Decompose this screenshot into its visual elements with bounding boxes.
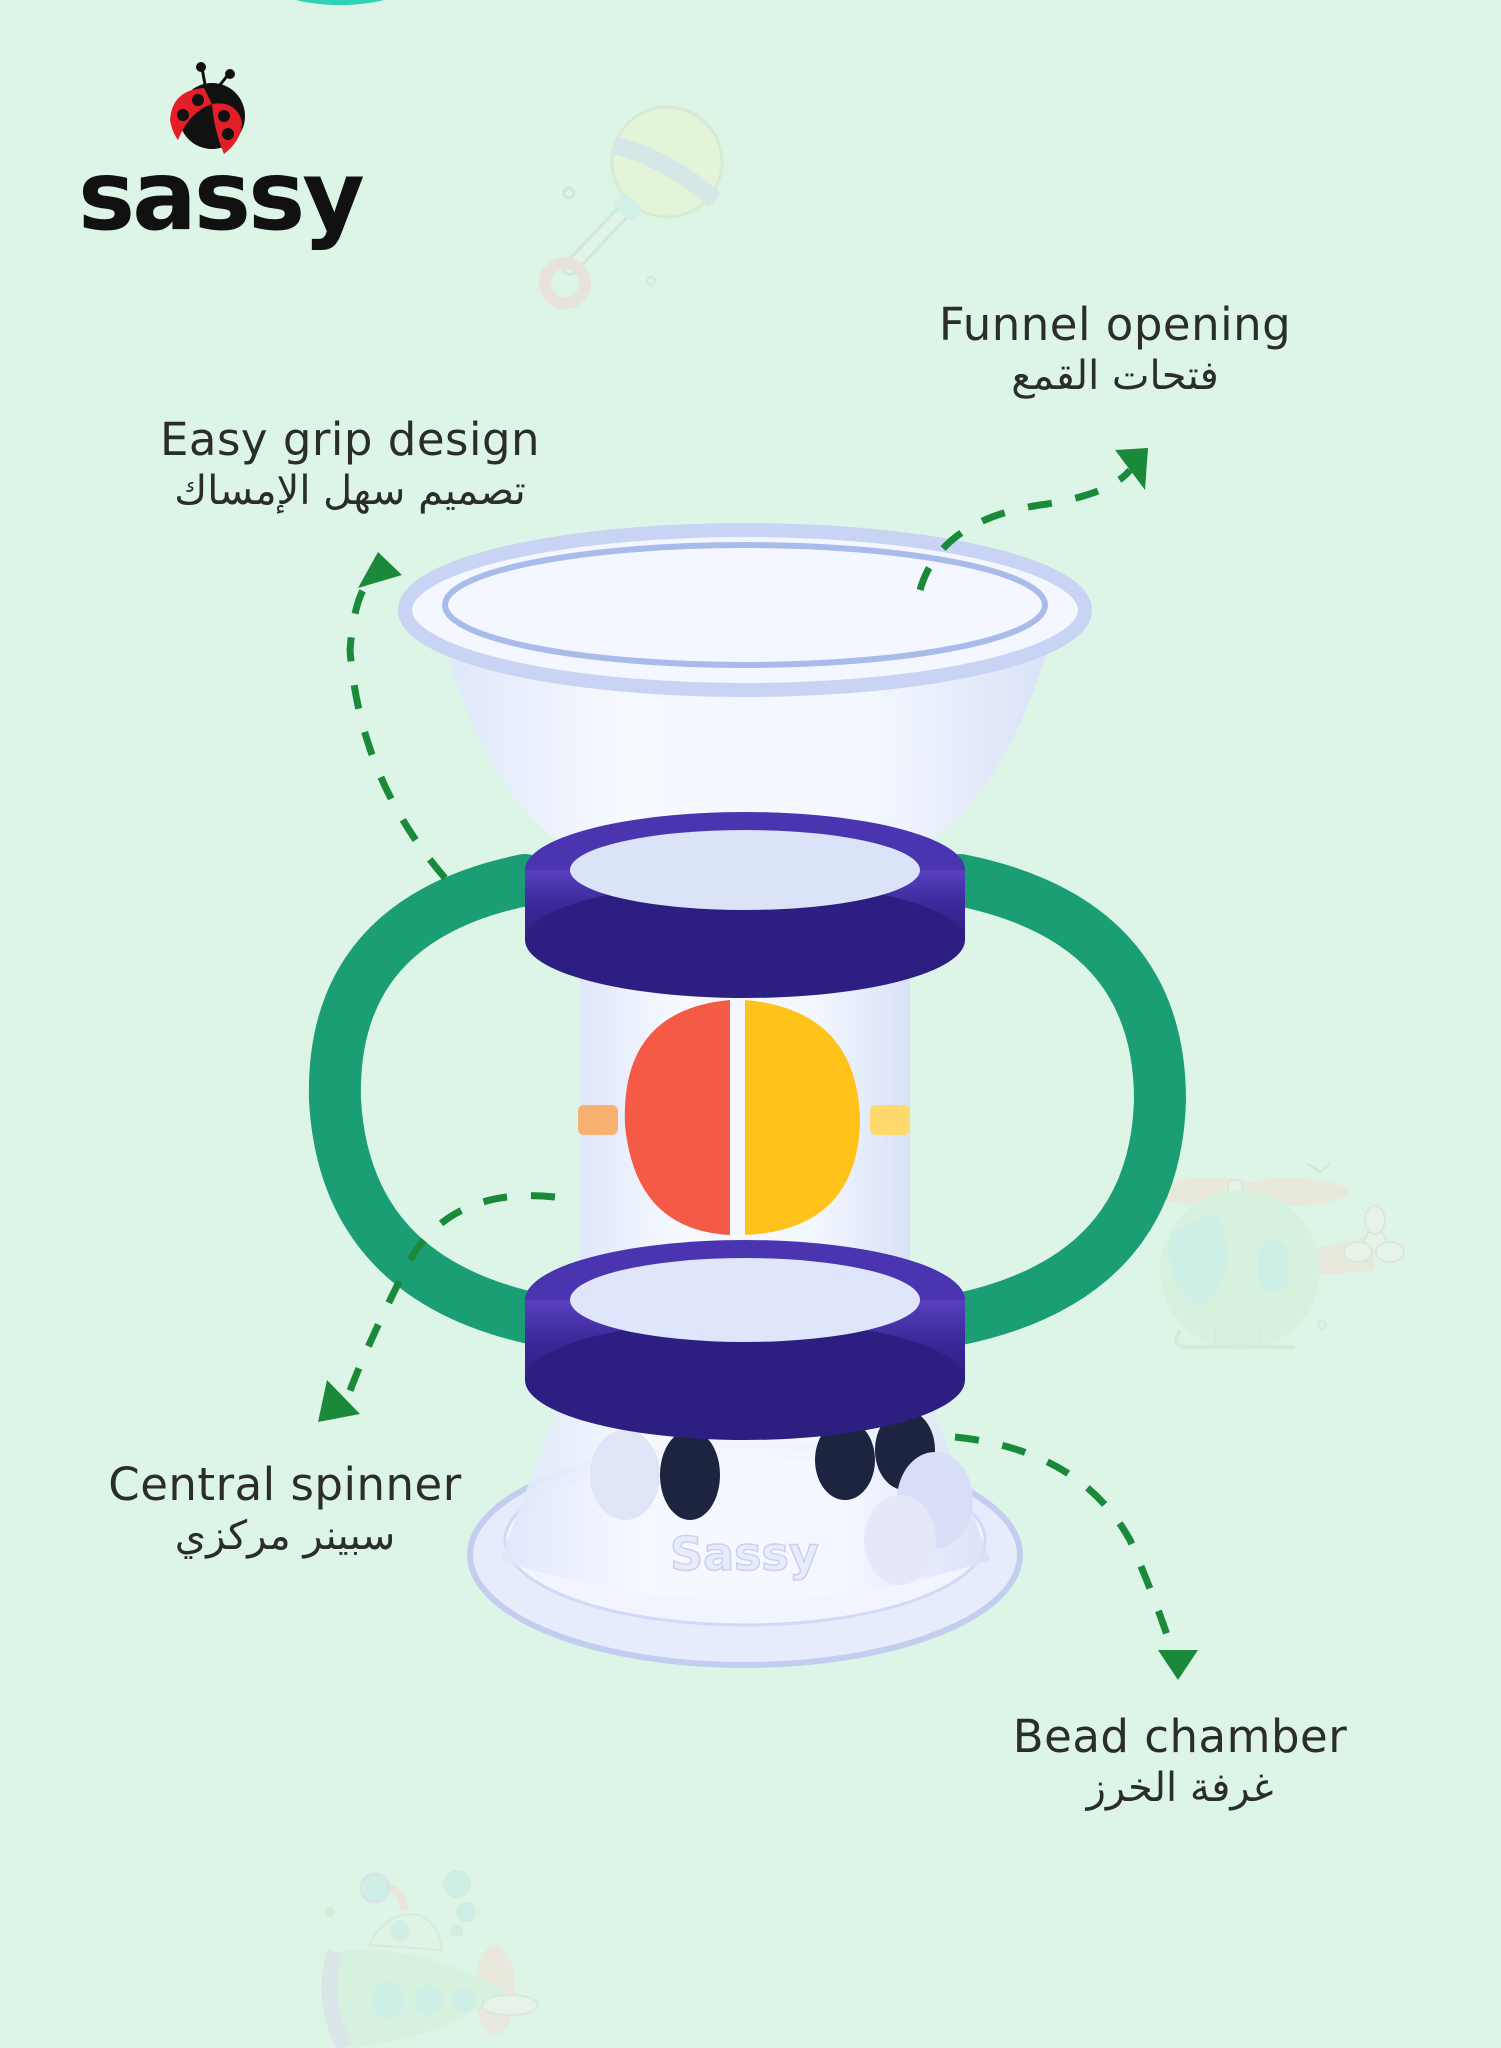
callout-easy-grip: Easy grip design تصميم سهل الإمساك <box>140 415 560 513</box>
arrow-spinner <box>341 1192 556 1407</box>
rattle-icon <box>539 105 724 309</box>
callout-central-spinner: Central spinner سبينر مركزي <box>95 1460 475 1558</box>
ladybug-icon <box>170 62 245 154</box>
beads <box>590 1410 973 1585</box>
helicopter-icon <box>1155 1163 1405 1350</box>
callout-funnel-opening: Funnel opening فتحات القمع <box>925 300 1305 398</box>
brand-wordmark: sassy <box>78 140 365 252</box>
submarine-icon <box>321 1870 539 2048</box>
callout-label-en: Bead chamber <box>1012 1710 1348 1763</box>
brand-logo: sassy <box>78 60 365 260</box>
callout-bead-chamber: Bead chamber غرفة الخرز <box>995 1712 1365 1810</box>
callout-label-ar: غرفة الخرز <box>1086 1764 1274 1811</box>
arrowhead-funnel <box>1115 448 1148 490</box>
arrowhead-bead <box>1158 1650 1198 1680</box>
arrowhead-spinner <box>318 1380 360 1422</box>
callout-label-ar: تصميم سهل الإمساك <box>174 467 526 514</box>
top-teal-shape <box>270 0 410 5</box>
callout-label-en: Easy grip design <box>159 413 541 466</box>
callout-label-ar: فتحات القمع <box>1011 352 1219 399</box>
arrowhead-grip <box>358 552 402 588</box>
callout-label-en: Funnel opening <box>938 298 1292 351</box>
callout-label-en: Central spinner <box>108 1458 462 1511</box>
embossed-logo: Sassy <box>670 1527 819 1581</box>
arrow-grip <box>346 576 448 881</box>
callout-label-ar: سبينر مركزي <box>174 1512 396 1559</box>
grip-handles <box>308 854 1187 1346</box>
product-toy-image: Sassy <box>308 523 1187 1668</box>
arrow-funnel <box>916 467 1133 591</box>
arrow-bead <box>954 1433 1179 1662</box>
central-spinner <box>578 1000 910 1235</box>
